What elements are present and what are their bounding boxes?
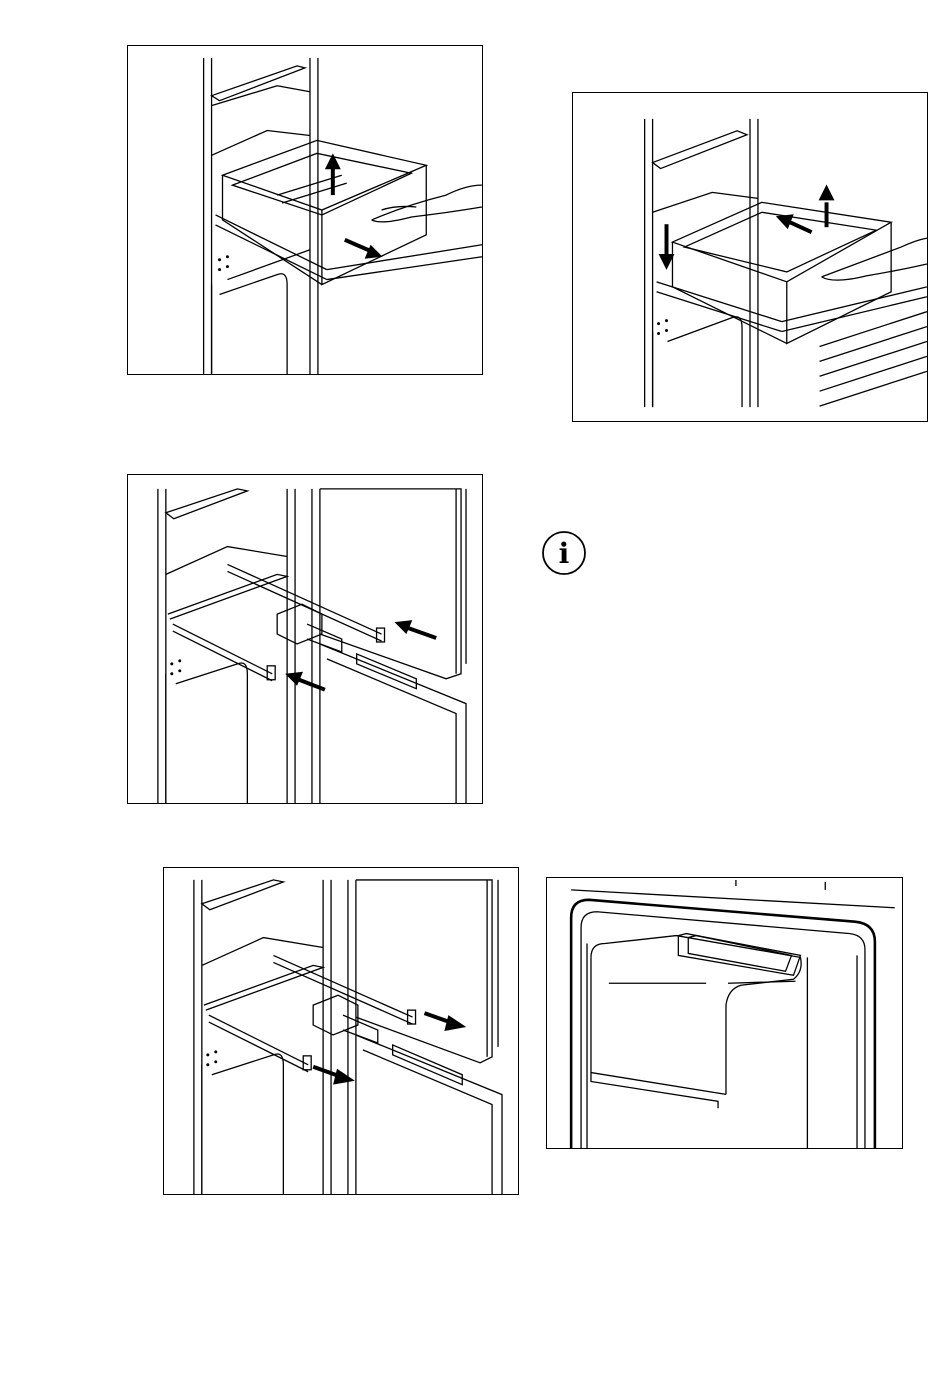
figure-rails-pull-out — [163, 867, 519, 1195]
compartment-shelf-illustration — [547, 878, 902, 1148]
figure-rails-push-in — [127, 474, 483, 804]
info-icon: i — [541, 530, 587, 576]
figure-drawer-lift-out — [127, 45, 483, 375]
info-glyph: i — [559, 537, 570, 570]
figure-compartment-shelf — [546, 877, 903, 1149]
rails-pull-out-illustration — [164, 868, 518, 1194]
figure-drawer-insert — [572, 92, 928, 422]
drawer-lift-out-illustration — [128, 46, 482, 374]
rails-push-in-illustration — [128, 475, 482, 803]
drawer-insert-illustration — [573, 93, 927, 421]
